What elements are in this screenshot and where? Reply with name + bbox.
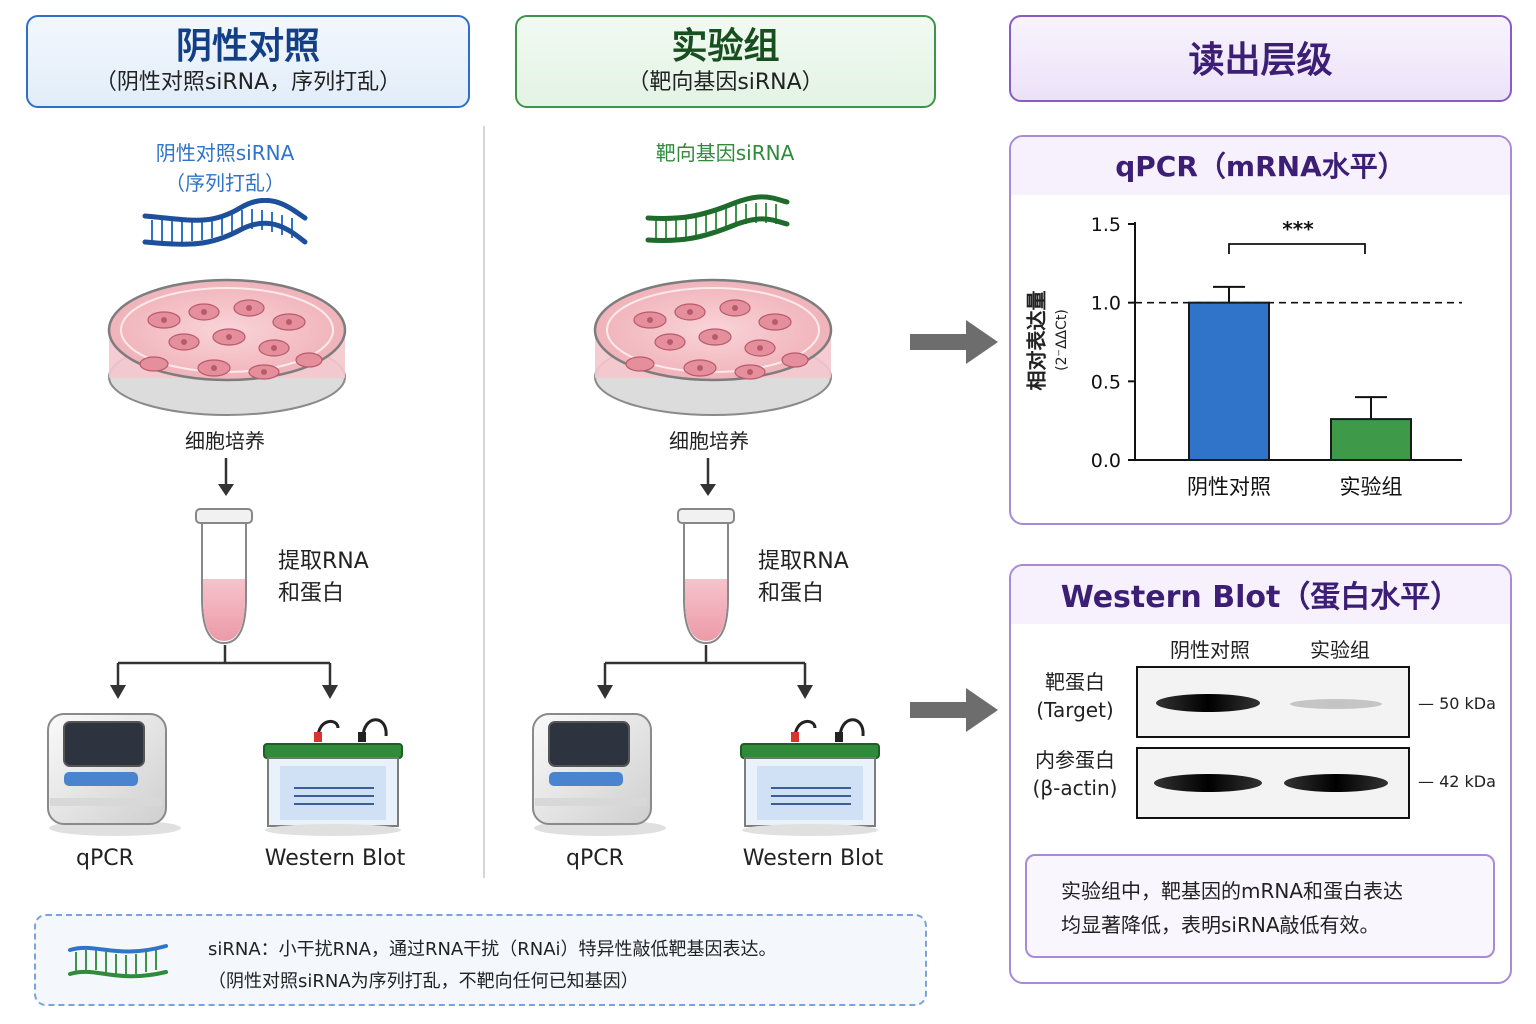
control-qpcr-label: qPCR bbox=[76, 846, 134, 871]
control-western-blot-tank-icon bbox=[263, 718, 403, 836]
control-branch-arrows bbox=[110, 645, 338, 699]
wb-target-control-band bbox=[1156, 694, 1260, 712]
wb-row1-label-line1: 靶蛋白 bbox=[1045, 670, 1105, 694]
control-sirna-label-line2: （序列打乱） bbox=[165, 171, 285, 195]
experiment-group-subtitle: （靶向基因siRNA） bbox=[627, 70, 824, 95]
wb-blot-image bbox=[1136, 666, 1410, 819]
control-group-title: 阴性对照 bbox=[175, 26, 320, 67]
experiment-qpcr-label: qPCR bbox=[566, 846, 624, 871]
wb-actin-experiment-band bbox=[1284, 774, 1388, 792]
qpcr-ylabel-group: 相对表达量 (2⁻ΔΔCt) bbox=[1018, 270, 1078, 410]
qpcr-panel-title: qPCR（mRNA水平） bbox=[1011, 137, 1510, 195]
y-tick-label: 1.0 bbox=[1091, 293, 1121, 315]
readout-title: 读出层级 bbox=[1188, 40, 1333, 81]
sirna-note-box: siRNA：小干扰RNA，通过RNA干扰（RNAi）特异性敲低靶基因表达。 （阴… bbox=[34, 914, 927, 1006]
control-petri-dish-icon bbox=[107, 278, 347, 416]
experiment-extract-line2: 和蛋白 bbox=[758, 581, 825, 606]
note-line2: （阴性对照siRNA为序列打乱，不靶向任何已知基因） bbox=[208, 971, 639, 992]
bar-experiment bbox=[1330, 418, 1412, 462]
conclusion-line1: 实验组中，靶基因的mRNA和蛋白表达 bbox=[1061, 879, 1404, 903]
significance-bracket bbox=[1228, 243, 1366, 254]
control-qpcr-machine-icon bbox=[47, 713, 181, 836]
experiment-petri-dish-icon bbox=[593, 278, 833, 416]
experiment-tube-icon bbox=[677, 508, 735, 645]
y-tick-label: 1.5 bbox=[1091, 214, 1121, 236]
control-sirna-icon bbox=[142, 198, 308, 247]
experiment-group-header: 实验组 （靶向基因siRNA） bbox=[515, 15, 936, 108]
wb-marker-50kda: — 50 kDa bbox=[1418, 694, 1496, 713]
experiment-wb-label: Western Blot bbox=[742, 846, 884, 871]
experiment-sirna-label: 靶向基因siRNA bbox=[655, 141, 795, 165]
qpcr-ylabel: 相对表达量 bbox=[1024, 290, 1049, 390]
control-extract-line2: 和蛋白 bbox=[278, 581, 345, 606]
wb-row2-label-line2: (β-actin) bbox=[1032, 776, 1118, 800]
control-down-arrow-1 bbox=[218, 458, 234, 496]
control-wb-label: Western Blot bbox=[264, 846, 406, 871]
column-divider bbox=[483, 126, 485, 878]
wb-col-experiment: 实验组 bbox=[1310, 638, 1370, 662]
conclusion-line2: 均显著降低，表明siRNA敲低有效。 bbox=[1061, 913, 1380, 937]
x-tick-label: 实验组 bbox=[1340, 475, 1403, 499]
wb-row2-label-line1: 内参蛋白 bbox=[1035, 748, 1115, 772]
experiment-western-blot-tank-icon bbox=[740, 718, 880, 836]
experiment-down-arrow-1 bbox=[700, 458, 716, 496]
experiment-branch-arrows bbox=[597, 645, 813, 699]
conclusion-box: 实验组中，靶基因的mRNA和蛋白表达 均显著降低，表明siRNA敲低有效。 bbox=[1025, 854, 1495, 958]
qpcr-ylabel-unit: (2⁻ΔΔCt) bbox=[1054, 309, 1071, 371]
wb-row1-label: 靶蛋白 (Target) bbox=[1020, 668, 1130, 724]
y-tick-label: 0.5 bbox=[1091, 371, 1121, 393]
control-extract-label: 提取RNA 和蛋白 bbox=[278, 546, 369, 610]
experiment-qpcr-machine-icon bbox=[532, 713, 666, 836]
wb-marker-42kda: — 42 kDa bbox=[1418, 772, 1496, 791]
qpcr-right-arrow-icon bbox=[910, 320, 998, 364]
wb-actin-control-band bbox=[1154, 774, 1262, 792]
control-group-header: 阴性对照 （阴性对照siRNA，序列打乱） bbox=[26, 15, 470, 108]
note-line1: siRNA：小干扰RNA，通过RNA干扰（RNAi）特异性敲低靶基因表达。 bbox=[208, 939, 777, 960]
control-group-subtitle: （阴性对照siRNA，序列打乱） bbox=[94, 70, 402, 95]
experiment-sirna-icon bbox=[645, 194, 790, 243]
experiment-culture-label: 细胞培养 bbox=[669, 429, 749, 453]
significance-stars: *** bbox=[1282, 217, 1314, 241]
readout-header: 读出层级 bbox=[1009, 15, 1512, 102]
note-sirna-icon bbox=[68, 944, 168, 979]
wb-col-control: 阴性对照 bbox=[1170, 638, 1250, 662]
y-tick-label: 0.0 bbox=[1091, 450, 1121, 472]
wb-right-arrow-icon bbox=[910, 688, 998, 732]
control-culture-label: 细胞培养 bbox=[185, 429, 265, 453]
control-sirna-label: 阴性对照siRNA （序列打乱） bbox=[120, 138, 330, 198]
wb-target-experiment-band bbox=[1290, 699, 1382, 709]
wb-row2-label: 内参蛋白 (β-actin) bbox=[1020, 746, 1130, 802]
x-tick-label: 阴性对照 bbox=[1187, 475, 1271, 499]
bar-control bbox=[1188, 301, 1270, 461]
control-sirna-label-line1: 阴性对照siRNA bbox=[155, 141, 295, 165]
experiment-extract-line1: 提取RNA bbox=[758, 549, 849, 574]
experiment-group-title: 实验组 bbox=[671, 26, 780, 67]
experiment-extract-label: 提取RNA 和蛋白 bbox=[758, 546, 849, 610]
wb-panel-title: Western Blot（蛋白水平） bbox=[1011, 566, 1510, 624]
qpcr-bar-chart: 0.0 0.5 1.0 1.5 阴性对照 实验组 *** bbox=[1091, 214, 1462, 499]
control-extract-line1: 提取RNA bbox=[278, 549, 369, 574]
wb-row1-label-line2: (Target) bbox=[1036, 698, 1114, 722]
control-tube-icon bbox=[195, 508, 253, 645]
